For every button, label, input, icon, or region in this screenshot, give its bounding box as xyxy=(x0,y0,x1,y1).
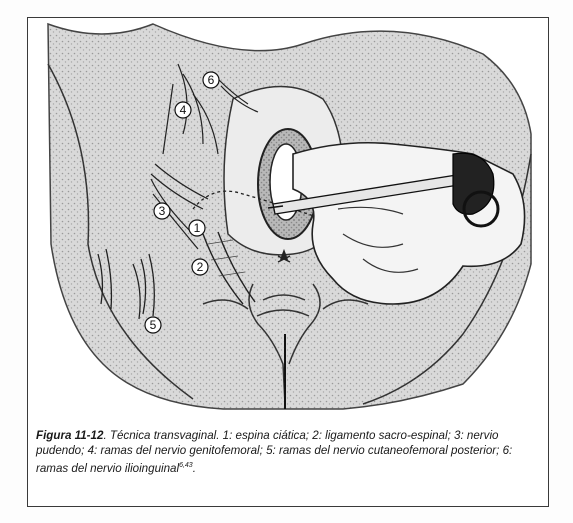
marker-3: 3 xyxy=(154,203,170,219)
caption-end: . xyxy=(193,462,196,475)
svg-text:5: 5 xyxy=(150,318,157,332)
marker-5: 5 xyxy=(145,317,161,333)
anatomical-illustration: 1 2 3 4 5 6 xyxy=(43,4,535,412)
caption-references: 6,43 xyxy=(179,462,193,469)
marker-2: 2 xyxy=(192,259,208,275)
marker-4: 4 xyxy=(175,102,191,118)
marker-1: 1 xyxy=(189,220,205,236)
caption-text: . Técnica transvaginal. 1: espina ciátic… xyxy=(36,429,512,475)
marker-6: 6 xyxy=(203,72,219,88)
svg-text:4: 4 xyxy=(180,103,187,117)
figure-caption: Figura 11-12. Técnica transvaginal. 1: e… xyxy=(36,428,536,476)
figure-label: Figura 11-12 xyxy=(36,429,103,442)
svg-text:2: 2 xyxy=(197,260,204,274)
svg-text:1: 1 xyxy=(194,221,201,235)
svg-text:3: 3 xyxy=(159,204,166,218)
svg-text:6: 6 xyxy=(208,73,215,87)
